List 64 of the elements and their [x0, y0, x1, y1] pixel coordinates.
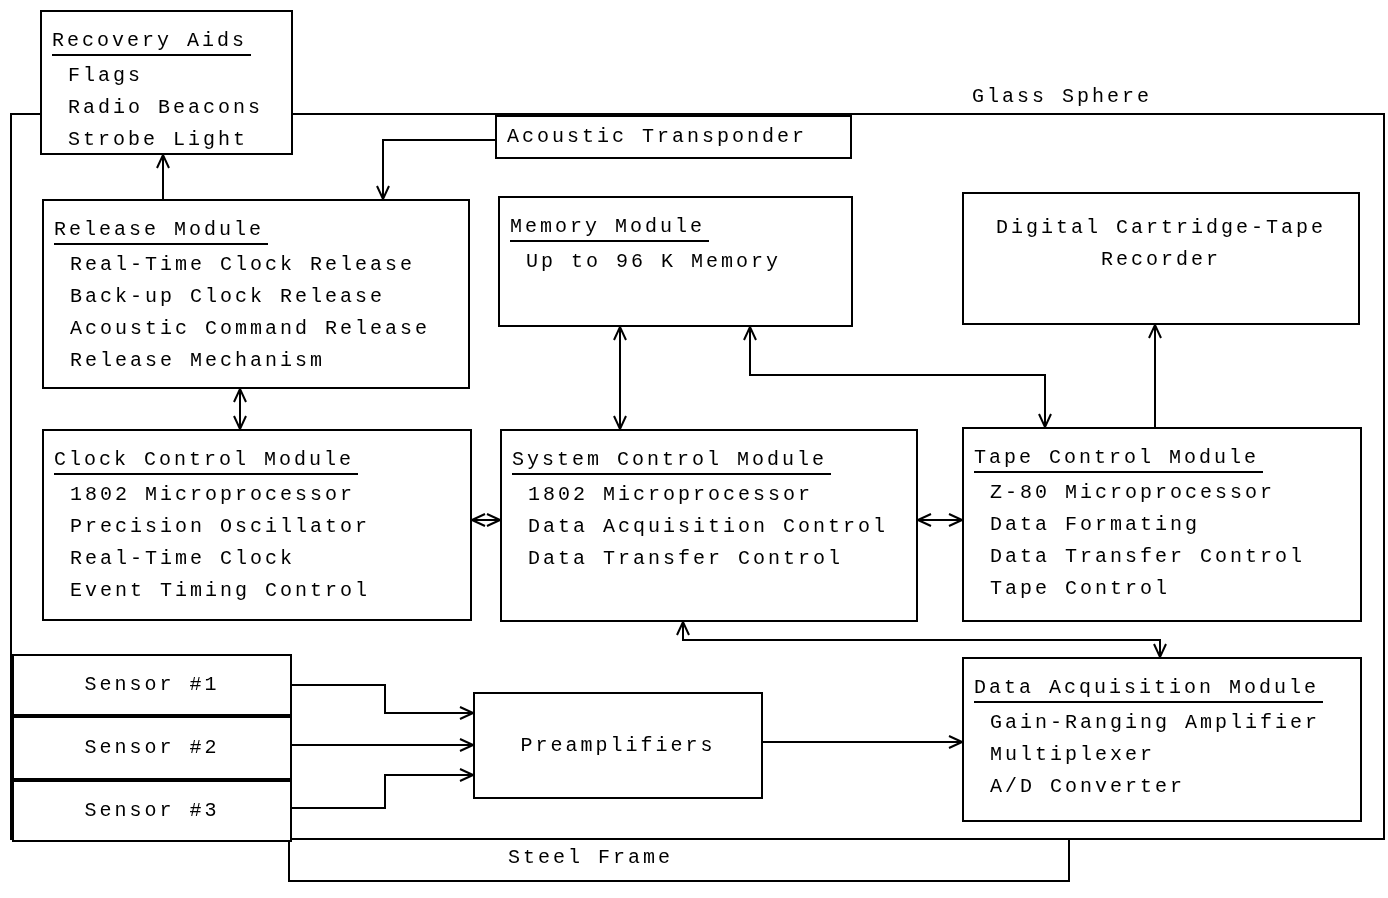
sensor-box [12, 654, 292, 716]
steel-frame-outline [288, 840, 1070, 882]
module-box [498, 196, 853, 327]
module-box [42, 199, 470, 389]
module-heading: Tape Control Module [974, 445, 1264, 473]
module-function: Event Timing Control [70, 578, 372, 604]
box-label: Acoustic Transponder [507, 125, 808, 148]
arrow [376, 139, 496, 200]
module-function: Flags [68, 63, 144, 89]
arrow [676, 621, 1167, 658]
module-function: Real-Time Clock Release [70, 252, 417, 278]
module-function: Data Acquisition Control [528, 514, 890, 540]
module-box [962, 192, 1360, 325]
module-heading: Data Acquisition Module [974, 675, 1324, 703]
box-label: Sensor #3 [84, 798, 220, 824]
box-label: Sensor #1 [84, 672, 220, 698]
module-heading: Release Module [54, 217, 269, 245]
frame-label: Steel Frame [508, 845, 674, 871]
module-function: Real-Time Clock [70, 546, 297, 572]
module-heading: System Control Module [512, 447, 832, 475]
process-box [473, 692, 763, 799]
sphere-label: Glass Sphere [972, 84, 1153, 110]
module-box [962, 657, 1362, 822]
module-box [42, 429, 472, 621]
module-function: Z-80 Microprocessor [990, 480, 1277, 506]
arrow [613, 326, 627, 430]
module-heading: Clock Control Module [54, 447, 359, 475]
box-label: Sensor #2 [84, 735, 220, 761]
module-box [495, 115, 852, 159]
module-function: Data Transfer Control [990, 544, 1307, 570]
module-heading: Recovery Aids [52, 28, 252, 56]
arrow [291, 738, 474, 752]
module-function: Data Formating [990, 512, 1202, 538]
box-label: Preamplifiers [520, 732, 716, 759]
sensor-box [12, 780, 292, 842]
box-label: Digital Cartridge-Tape Recorder [995, 216, 1326, 271]
arrow [291, 684, 474, 720]
arrow [291, 768, 474, 809]
module-function: 1802 Microprocessor [70, 482, 357, 508]
module-function: Acoustic Command Release [70, 316, 432, 342]
module-box [962, 427, 1362, 622]
module-function: Up to 96 K Memory [526, 249, 783, 275]
module-function: Tape Control [990, 576, 1172, 602]
module-function: Strobe Light [68, 127, 250, 153]
arrow [471, 513, 501, 527]
module-function: Multiplexer [990, 742, 1157, 768]
module-box [40, 10, 293, 155]
arrow [233, 388, 247, 430]
module-box [500, 429, 918, 622]
arrow [156, 154, 170, 200]
module-function: Data Transfer Control [528, 546, 845, 572]
module-function: Radio Beacons [68, 95, 265, 121]
arrow [762, 735, 963, 749]
sensor-box [12, 716, 292, 780]
module-function: 1802 Microprocessor [528, 482, 815, 508]
arrow [917, 513, 963, 527]
module-function: Precision Oscillator [70, 514, 372, 540]
module-function: Back-up Clock Release [70, 284, 387, 310]
module-function: Gain-Ranging Amplifier [990, 710, 1322, 736]
module-heading: Memory Module [510, 214, 710, 242]
arrow [1148, 324, 1162, 428]
module-function: A/D Converter [990, 774, 1187, 800]
module-function: Release Mechanism [70, 348, 327, 374]
arrow [743, 326, 1052, 428]
